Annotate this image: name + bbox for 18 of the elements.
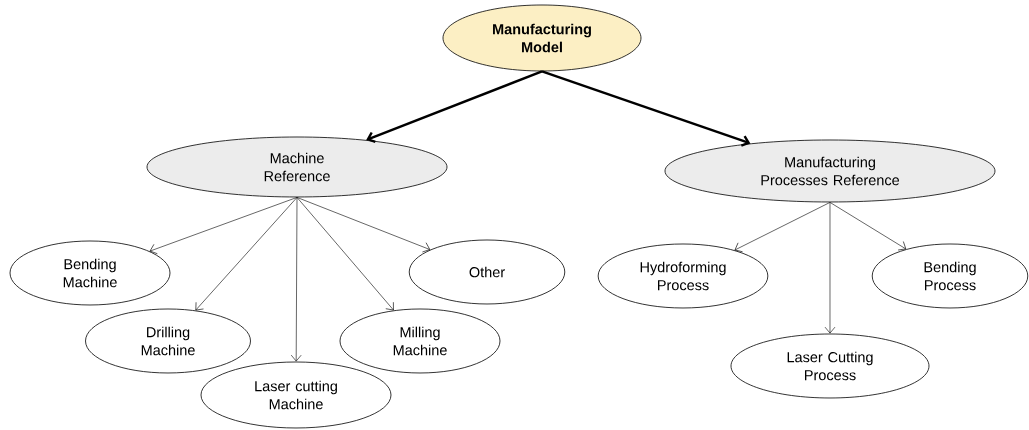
ellipse-node: Bending Process bbox=[871, 243, 1029, 309]
arrow bbox=[541, 70, 751, 147]
ellipse-node: Bending Machine bbox=[9, 240, 171, 306]
ellipse-node: Laser cutting Machine bbox=[200, 361, 392, 429]
ellipse-node: Hydroforming Process bbox=[597, 243, 769, 309]
arrow bbox=[366, 70, 543, 143]
ellipse-node: Laser Cutting Process bbox=[730, 333, 930, 399]
arrow bbox=[296, 197, 431, 253]
ellipse-node: Drilling Machine bbox=[85, 308, 251, 374]
ellipse-node: Milling Machine bbox=[339, 308, 501, 374]
arrow bbox=[734, 202, 831, 253]
ellipse-node: Other bbox=[408, 239, 566, 305]
arrow bbox=[290, 197, 302, 362]
arrow bbox=[296, 197, 394, 311]
arrow bbox=[824, 202, 836, 334]
arrow bbox=[149, 197, 298, 254]
arrow bbox=[195, 197, 298, 311]
arrow bbox=[829, 202, 907, 251]
